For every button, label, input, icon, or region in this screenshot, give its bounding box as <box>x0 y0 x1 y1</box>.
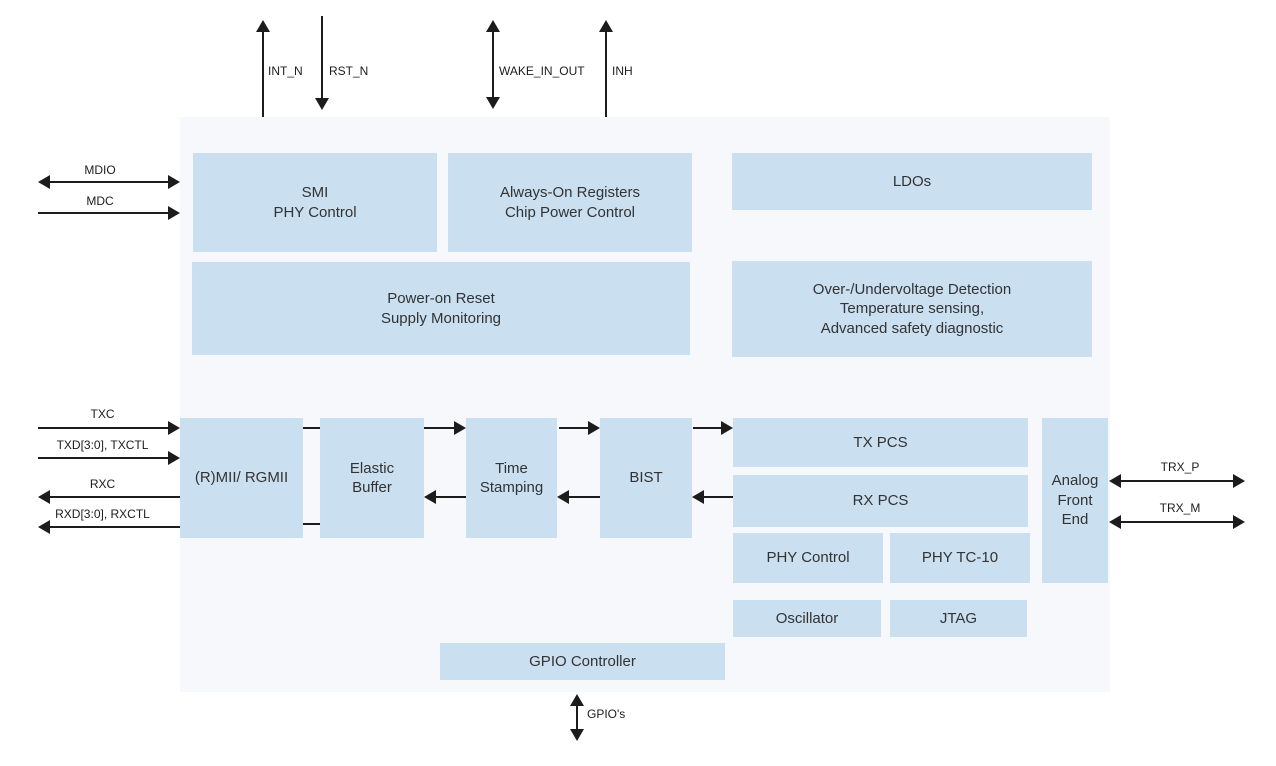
signal-label-trx-m: TRX_M <box>1159 501 1201 515</box>
gpio-arrowhead-down-icon <box>570 729 584 741</box>
txd-line <box>38 457 170 459</box>
gpio-arrowhead-up-icon <box>570 694 584 706</box>
tx-pcs-block: TX PCS <box>733 418 1028 467</box>
int-n-line <box>262 31 264 117</box>
signal-label-rxc: RXC <box>89 477 116 491</box>
power-on-reset-block: Power-on Reset Supply Monitoring <box>192 262 690 355</box>
elastic-buffer-block: Elastic Buffer <box>320 418 424 538</box>
signal-label-gpios: GPIO's <box>587 707 626 721</box>
rxpcs-to-bist-line <box>704 496 733 498</box>
signal-label-rst-n: RST_N <box>329 64 369 78</box>
phy-tc10-block: PHY TC-10 <box>890 533 1030 583</box>
mdio-arrowhead-left-icon <box>38 175 50 189</box>
trx-p-arrowhead-left-icon <box>1109 474 1121 488</box>
rmii-elastic-top-connector <box>303 427 320 429</box>
int-n-arrowhead-up-icon <box>256 20 270 32</box>
rxpcs-to-bist-arrowhead-icon <box>692 490 704 504</box>
signal-label-rxd: RXD[3:0], RXCTL <box>55 507 150 521</box>
trx-p-arrowhead-right-icon <box>1233 474 1245 488</box>
txc-arrowhead-right-icon <box>168 421 180 435</box>
txc-line <box>38 427 170 429</box>
signal-label-wake-in-out: WAKE_IN_OUT <box>499 64 585 78</box>
timestamp-to-elastic-arrowhead-icon <box>424 490 436 504</box>
mdio-arrowhead-right-icon <box>168 175 180 189</box>
rxc-arrowhead-left-icon <box>38 490 50 504</box>
rst-n-line <box>321 16 323 100</box>
txd-arrowhead-right-icon <box>168 451 180 465</box>
signal-label-int-n: INT_N <box>268 64 303 78</box>
mdc-arrowhead-right-icon <box>168 206 180 220</box>
elastic-to-timestamp-line <box>424 427 456 429</box>
analog-front-end-block: Analog Front End <box>1042 418 1108 583</box>
safety-diagnostic-block: Over-/Undervoltage Detection Temperature… <box>732 261 1092 357</box>
signal-label-inh: INH <box>612 64 633 78</box>
timestamp-to-bist-line <box>559 427 589 429</box>
elastic-to-timestamp-arrowhead-icon <box>454 421 466 435</box>
gpio-line <box>576 705 578 731</box>
bist-to-txpcs-line <box>693 427 722 429</box>
mdio-line <box>50 181 169 183</box>
signal-label-mdc: MDC <box>86 194 114 208</box>
signal-label-txd: TXD[3:0], TXCTL <box>56 438 149 452</box>
always-on-registers-block: Always-On Registers Chip Power Control <box>448 153 692 252</box>
rxd-line <box>50 526 180 528</box>
rmii-elastic-bottom-connector <box>303 523 320 525</box>
inh-arrowhead-up-icon <box>599 20 613 32</box>
wake-arrowhead-down-icon <box>486 97 500 109</box>
timestamp-to-elastic-line <box>436 496 466 498</box>
ldos-block: LDOs <box>732 153 1092 210</box>
trx-m-line <box>1121 521 1235 523</box>
mdc-line <box>38 212 170 214</box>
rxd-arrowhead-left-icon <box>38 520 50 534</box>
smi-phy-control-block: SMI PHY Control <box>193 153 437 252</box>
signal-label-txc: TXC <box>90 407 115 421</box>
time-stamping-block: Time Stamping <box>466 418 557 538</box>
signal-label-mdio: MDIO <box>84 163 116 177</box>
bist-to-timestamp-line <box>569 496 600 498</box>
signal-label-trx-p: TRX_P <box>1160 460 1200 474</box>
timestamp-to-bist-arrowhead-icon <box>588 421 600 435</box>
phy-control-block: PHY Control <box>733 533 883 583</box>
bist-to-txpcs-arrowhead-icon <box>721 421 733 435</box>
bist-to-timestamp-arrowhead-icon <box>557 490 569 504</box>
rxc-line <box>50 496 180 498</box>
trx-m-arrowhead-right-icon <box>1233 515 1245 529</box>
jtag-block: JTAG <box>890 600 1027 637</box>
rmii-rgmii-block: (R)MII/ RGMII <box>180 418 303 538</box>
inh-line <box>605 31 607 117</box>
rx-pcs-block: RX PCS <box>733 475 1028 527</box>
rst-n-arrowhead-down-icon <box>315 98 329 110</box>
oscillator-block: Oscillator <box>733 600 881 637</box>
bist-block: BIST <box>600 418 692 538</box>
trx-m-arrowhead-left-icon <box>1109 515 1121 529</box>
wake-line <box>492 31 494 99</box>
wake-arrowhead-up-icon <box>486 20 500 32</box>
gpio-controller-block: GPIO Controller <box>440 643 725 680</box>
trx-p-line <box>1121 480 1235 482</box>
